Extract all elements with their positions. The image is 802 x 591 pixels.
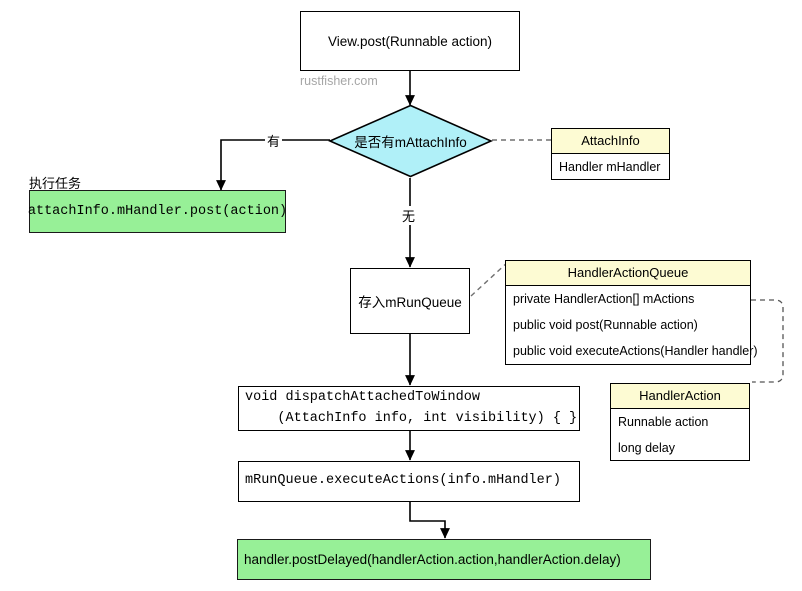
node-attachinfo-handler-post-label: attachInfo.mHandler.post(action): [27, 204, 288, 219]
class-row-handleraction-0: Runnable action: [618, 415, 709, 429]
class-title-handleraction: HandlerAction: [611, 384, 749, 409]
node-dispatch-line-1: void dispatchAttachedToWindow: [245, 389, 480, 405]
edge-execute-to-postdelayed: [409, 502, 450, 539]
node-store-runqueue-label: 存入mRunQueue: [358, 295, 462, 310]
class-row-handleractionqueue-2: public void executeActions(Handler handl…: [513, 344, 758, 358]
class-box-handleractionqueue[interactable]: HandlerActionQueue private HandlerAction…: [505, 260, 758, 365]
node-dispatch-attached-to-window[interactable]: void dispatchAttachedToWindow (AttachInf…: [238, 386, 580, 431]
class-title-handleractionqueue: HandlerActionQueue: [506, 261, 750, 286]
node-decision-has-attachinfo[interactable]: 是否有mAttachInfo: [328, 104, 493, 178]
edge-label-yes: 有: [265, 131, 283, 150]
class-box-handleraction[interactable]: HandlerAction Runnable action long delay: [610, 383, 750, 461]
watermark: rustfisher.com: [300, 74, 378, 88]
dashed-queue-to-handleraction: [751, 299, 784, 383]
dashed-store-to-queue: [470, 260, 510, 297]
class-row-attachinfo-0: Handler mHandler: [559, 160, 661, 174]
node-view-post[interactable]: View.post(Runnable action): [300, 11, 520, 71]
node-post-delayed[interactable]: handler.postDelayed(handlerAction.action…: [237, 539, 651, 580]
class-row-handleraction-1: long delay: [618, 441, 675, 455]
node-post-delayed-label: handler.postDelayed(handlerAction.action…: [244, 552, 621, 567]
node-view-post-label: View.post(Runnable action): [327, 33, 493, 49]
node-execute-actions-label: mRunQueue.executeActions(info.mHandler): [245, 473, 561, 489]
class-row-handleractionqueue-1: public void post(Runnable action): [513, 318, 698, 332]
node-execute-actions[interactable]: mRunQueue.executeActions(info.mHandler): [238, 461, 580, 502]
edge-decision-yes-to-exec: [216, 139, 330, 191]
node-store-runqueue[interactable]: 存入mRunQueue: [350, 268, 470, 334]
class-row-handleractionqueue-0: private HandlerAction[] mActions: [513, 292, 695, 306]
node-dispatch-line-2: (AttachInfo info, int visibility) { }: [245, 410, 578, 426]
node-attachinfo-handler-post[interactable]: attachInfo.mHandler.post(action): [27, 190, 288, 233]
edge-label-no: 无: [400, 206, 418, 225]
node-decision-label: 是否有mAttachInfo: [354, 135, 467, 150]
exec-task-label: 执行任务: [29, 176, 82, 191]
diamond-shape: [328, 104, 493, 178]
class-title-attachinfo: AttachInfo: [552, 129, 669, 154]
class-box-attachinfo[interactable]: AttachInfo Handler mHandler: [551, 128, 670, 180]
